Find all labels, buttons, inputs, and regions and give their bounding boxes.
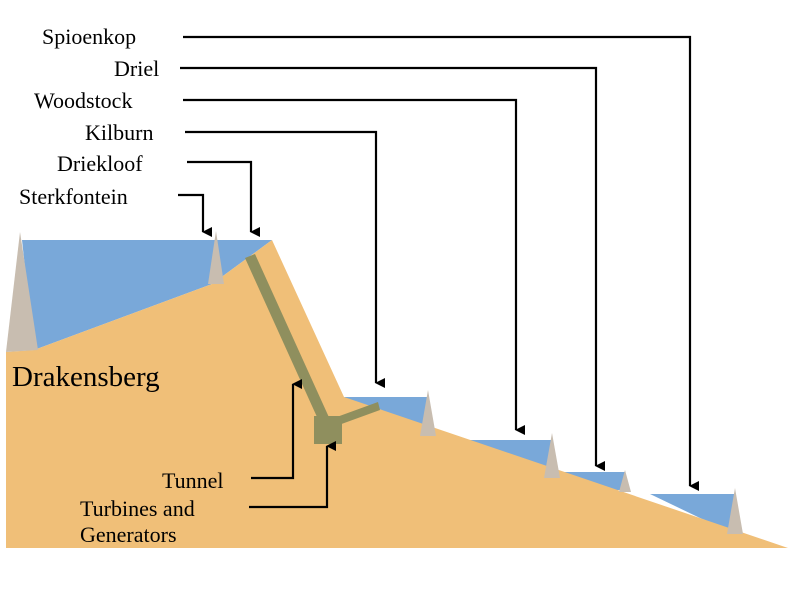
driel-leader	[180, 66, 605, 471]
label-kilburn: Kilburn	[85, 120, 153, 145]
label-sterkfontein: Sterkfontein	[19, 184, 128, 209]
turbines-generators-chamber	[314, 416, 342, 444]
label-turbines-line1: Turbines and	[80, 496, 195, 521]
label-drakensberg: Drakensberg	[12, 361, 160, 393]
label-turbines-line2: Generators	[80, 522, 177, 547]
upper-tunnel	[245, 254, 332, 428]
turbines-leader	[249, 441, 336, 509]
spioenkop-water	[650, 494, 735, 532]
woodstock-leader	[183, 98, 525, 435]
label-tunnel: Tunnel	[162, 468, 224, 493]
spioenkop-leader	[183, 35, 699, 491]
label-woodstock: Woodstock	[34, 88, 132, 113]
label-spioenkop: Spioenkop	[42, 24, 136, 49]
tunnel-leader	[251, 379, 302, 480]
dam-driel	[619, 470, 631, 492]
drakensberg-terrain	[6, 240, 788, 548]
lower-tunnel	[334, 402, 380, 426]
dam-left	[6, 232, 38, 352]
kilburn-leader	[185, 130, 385, 388]
driekloof-leader	[187, 160, 260, 237]
label-driel: Driel	[114, 56, 159, 81]
dam-woodstock	[544, 433, 560, 478]
sterkfontein-leader	[178, 193, 212, 237]
dam-spioenkop	[727, 488, 743, 534]
sterkfontein-driekloof-water	[22, 240, 272, 350]
dam-kilburn	[420, 390, 436, 436]
label-driekloof: Driekloof	[57, 151, 143, 176]
dam-sterkfontein	[208, 231, 224, 284]
